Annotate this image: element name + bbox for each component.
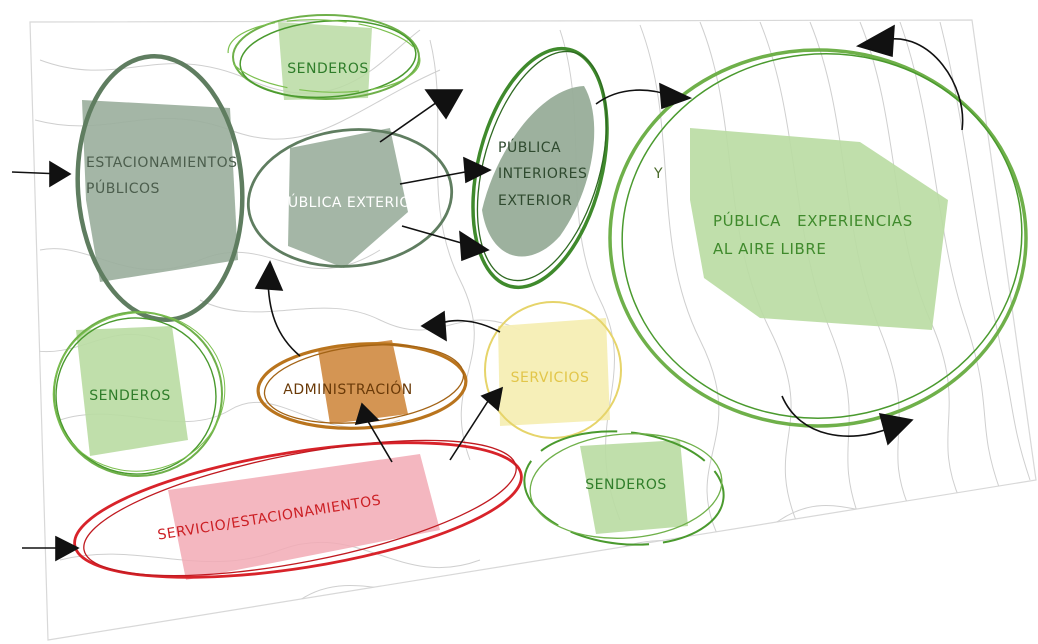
zone-publica-interiores: PÚBLICA INTERIORES EXTERIOR Y [471, 46, 663, 290]
arrowhead-servicio-admin [354, 402, 380, 426]
publica-interiores-label-1: PÚBLICA [498, 138, 561, 156]
zone-servicio-estacionamientos: SERVICIO/ESTACIONAMIENTOS [73, 439, 523, 580]
zone-senderos-bottom: SENDEROS [523, 430, 725, 546]
arrow-experiencias-top [883, 38, 964, 131]
arrowhead-exterior-up [424, 89, 464, 120]
entry-arrowhead-top [49, 160, 72, 188]
publica-exterior-label: PÚBLICA EXTERIOR [279, 193, 421, 211]
arrow-experiencias-bottom [781, 395, 891, 437]
arrowhead-admin-exterior [254, 260, 284, 291]
experiencias-label-2: AL AIRE LIBRE [713, 240, 827, 258]
arrowhead-servicios-admin [420, 310, 447, 342]
experiencias-label-1: PÚBLICA EXPERIENCIAS [713, 211, 913, 230]
zone-senderos-left: SENDEROS [52, 311, 226, 477]
zone-experiencias-aire-libre: PÚBLICA EXPERIENCIAS AL AIRE LIBRE [608, 48, 1028, 428]
estacionamientos-label-1: ESTACIONAMIENTOS [86, 155, 238, 171]
arrowhead-experiencias-bottom [878, 412, 914, 446]
arrowhead-exterior-interiores [463, 156, 492, 184]
arrow-exterior-up [379, 99, 441, 143]
entry-arrowhead-bottom [55, 535, 80, 562]
arrowhead-servicio-servicios [480, 386, 504, 412]
estacionamientos-label-2: PÚBLICOS [86, 179, 160, 197]
zone-publica-exterior: PÚBLICA EXTERIOR [246, 128, 454, 268]
arrow-servicio-admin [365, 417, 393, 463]
zone-senderos-top: SENDEROS [227, 14, 421, 100]
publica-interiores-label-2: INTERIORES [498, 166, 587, 182]
y-label: Y [653, 166, 663, 182]
flow-arrows [11, 24, 964, 562]
senderos-left-label: SENDEROS [89, 388, 170, 404]
publica-interiores-label-3: EXTERIOR [498, 193, 572, 209]
servicios-label: SERVICIOS [511, 370, 590, 386]
zone-servicios: SERVICIOS [484, 301, 622, 439]
arrowhead-interiores-experiencias [659, 82, 693, 110]
arrow-servicio-servicios [449, 397, 491, 461]
zone-estacionamientos-publicos: ESTACIONAMIENTOS PÚBLICOS [75, 53, 245, 323]
arrow-exterior-interiores [399, 169, 477, 185]
senderos-bottom-label: SENDEROS [585, 477, 666, 493]
zone-administracion: ADMINISTRACIÓN [256, 340, 468, 430]
administracion-label: ADMINISTRACIÓN [283, 380, 413, 398]
arrowhead-experiencias-top [855, 24, 895, 58]
arrowhead-exterior-interiores-lower [459, 230, 490, 262]
senderos-top-label: SENDEROS [287, 61, 368, 77]
